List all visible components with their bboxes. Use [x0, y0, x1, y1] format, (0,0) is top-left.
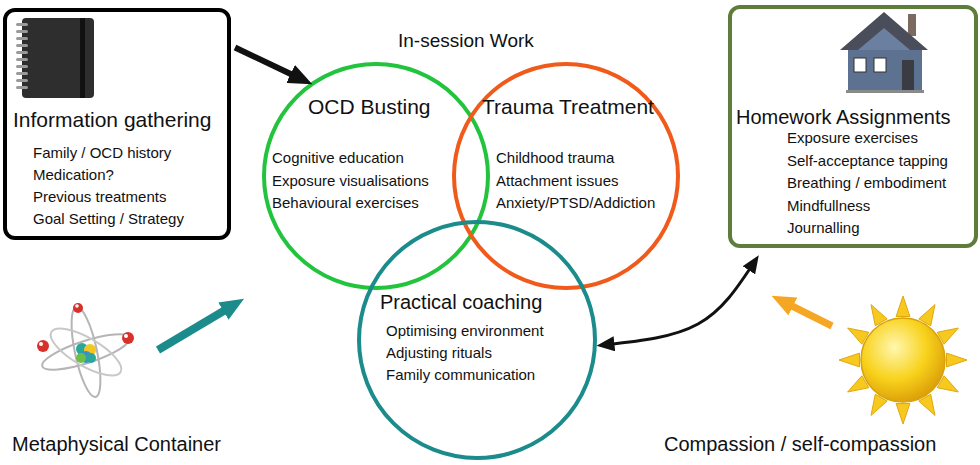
node-heading: Information gathering — [13, 107, 211, 132]
list-item: Attachment issues — [496, 172, 619, 190]
icon-caption: Compassion / self-compassion — [664, 432, 936, 456]
influence-arrow — [784, 302, 832, 326]
list-item: Self-acceptance tapping — [787, 152, 948, 170]
list-item: Family / OCD history — [33, 144, 171, 162]
connector-arrow — [235, 47, 300, 78]
list-item: Breathing / embodiment — [787, 174, 946, 192]
list-item: Adjusting rituals — [386, 344, 492, 362]
homework-box: Homework AssignmentsExposure exercisesSe… — [728, 5, 978, 248]
list-item: Exposure visualisations — [272, 172, 429, 190]
circle-outline — [357, 220, 597, 460]
node-heading: Homework Assignments — [736, 105, 951, 129]
sun-icon — [839, 296, 967, 424]
process-circle: Trauma TreatmentChildhood traumaAttachme… — [452, 62, 680, 290]
list-item: Previous treatments — [33, 188, 166, 206]
list-item: Medication? — [33, 166, 114, 184]
connector-arrow — [607, 264, 753, 345]
node-heading: Practical coaching — [380, 290, 542, 314]
list-item: Anxiety/PTSD/Addiction — [496, 194, 655, 212]
atom-icon — [37, 303, 134, 399]
list-item: Optimising environment — [386, 322, 544, 340]
process-circle: Practical coachingOptimising environment… — [357, 220, 597, 460]
node-heading: OCD Busting — [308, 94, 431, 119]
list-item: Journalling — [787, 219, 860, 237]
group-label: In-session Work — [398, 30, 534, 53]
house-icon — [840, 12, 928, 93]
node-heading: Trauma Treatment — [482, 94, 654, 119]
list-item: Cognitive education — [272, 149, 404, 167]
circle-outline — [454, 64, 678, 288]
list-item: Goal Setting / Strategy — [33, 210, 184, 228]
list-item: Mindfullness — [787, 197, 870, 215]
info-box: Information gatheringFamily / OCD histor… — [3, 8, 231, 240]
list-item: Exposure exercises — [787, 129, 918, 147]
notebook-icon — [16, 18, 94, 98]
icon-caption: Metaphysical Container — [12, 432, 221, 456]
circle-outline — [359, 222, 595, 458]
list-item: Behavioural exercises — [272, 194, 419, 212]
influence-arrow — [158, 306, 232, 350]
list-item: Childhood trauma — [496, 149, 614, 167]
list-item: Family communication — [386, 366, 535, 384]
